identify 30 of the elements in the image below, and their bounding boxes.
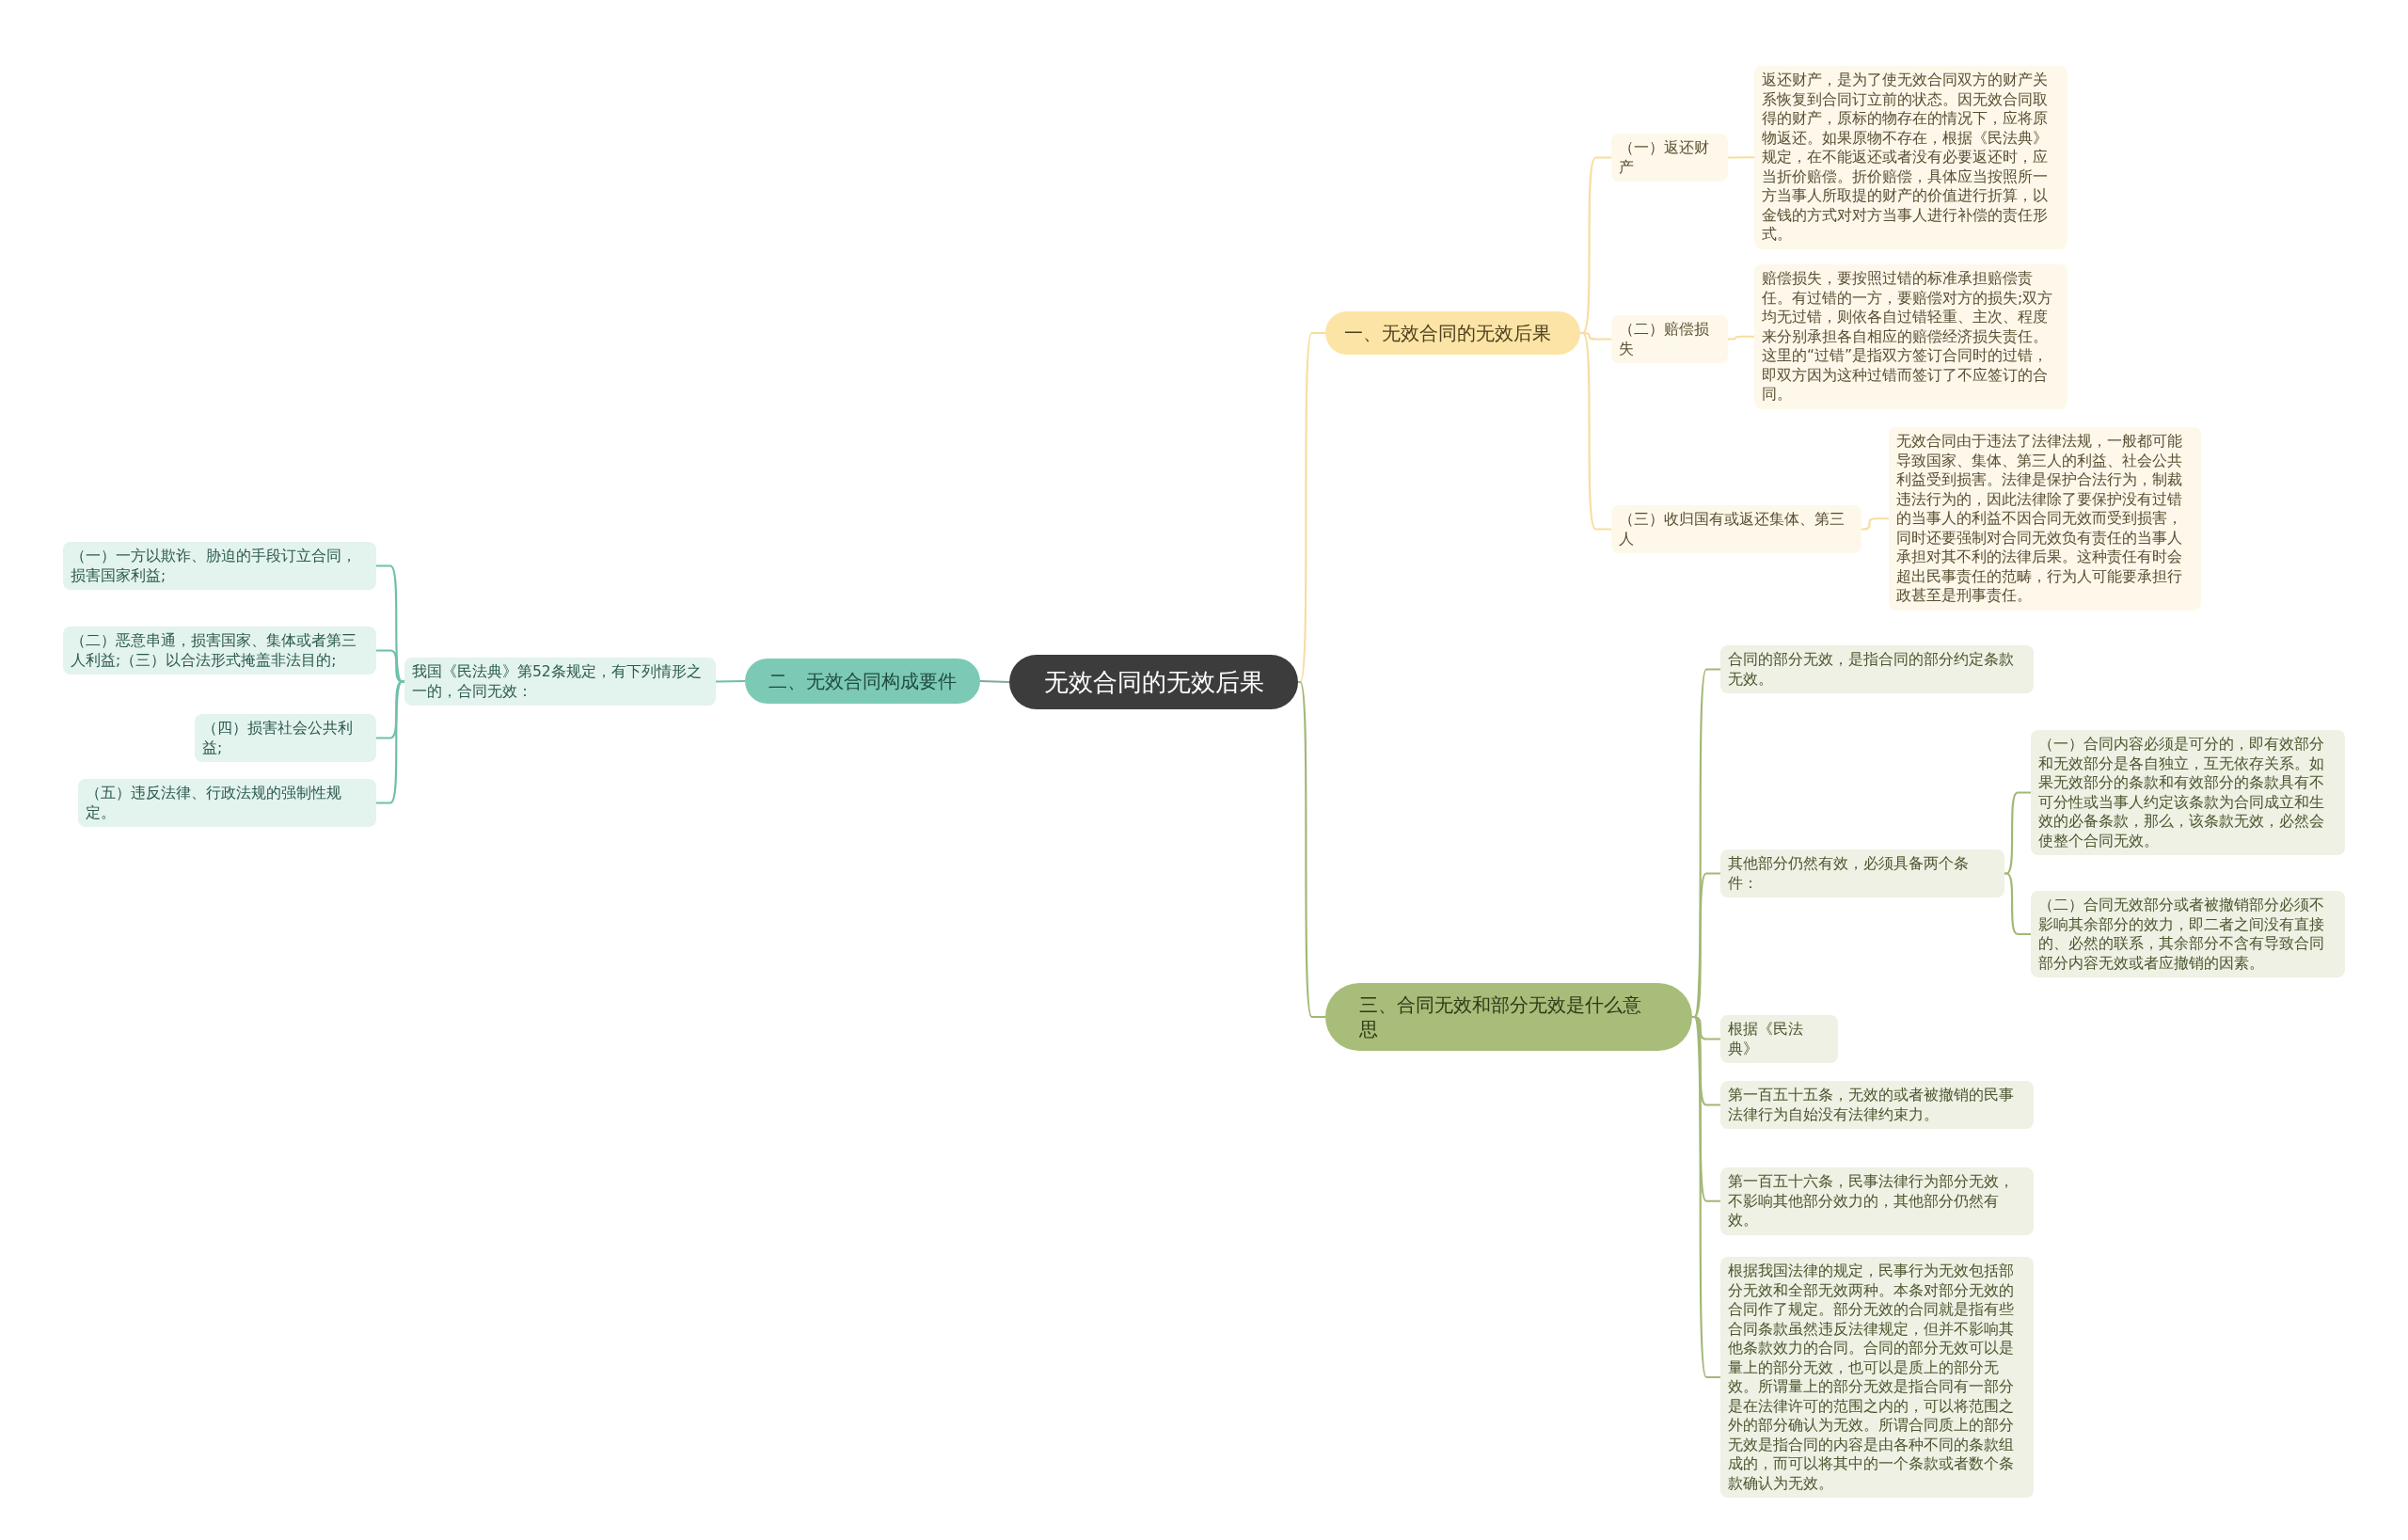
subtopic-box: 根据我国法律的规定，民事行为无效包括部分无效和全部无效两种。本条对部分无效的合同作了规定。部分无效的合同就是指有些合同条款虽然违反法律规定，但并不影响其他条款效力的合同。合同的部分无效可以是量上的部分无效，也可以是质上的部分无效。所谓量上的部分无效是指合同有一部分是在法律许可的范围之内的，可以将范围之外的部分确认为无效。所谓合同质上的部分无效是指合同的内容是由各种不同的条款组成的，而可以将其中的一个条款或者数个条款确认为无效。 bbox=[1720, 1257, 2034, 1498]
subtopic-box: （一）合同内容必须是可分的，即有效部分和无效部分是各自独立，互无依存关系。如果无效部分的条款和有效部分的条款具有不可分性或当事人约定该条款为合同成立和生效的必备条款，那么，该条款无效，必然会使整个合同无效。 bbox=[2031, 730, 2345, 855]
subtopic-box: （三）收归国有或返还集体、第三人 bbox=[1611, 505, 1861, 553]
connector-line bbox=[716, 679, 745, 683]
subtopic-box: （五）违反法律、行政法规的强制性规定。 bbox=[78, 779, 376, 827]
subtopic-box: 第一百五十五条，无效的或者被撤销的民事法律行为自始没有法律约束力。 bbox=[1720, 1081, 2034, 1129]
subtopic-box: （一）一方以欺诈、胁迫的手段订立合同，损害国家利益; bbox=[63, 542, 376, 590]
connector-line bbox=[1728, 335, 1754, 341]
branch-topic: 三、合同无效和部分无效是什么意思 bbox=[1325, 983, 1692, 1051]
connector-line bbox=[2004, 872, 2031, 936]
subtopic-box: 其他部分仍然有效，必须具备两个条件： bbox=[1720, 849, 2004, 897]
subtopic-box: （二）赔偿损失 bbox=[1611, 315, 1728, 363]
subtopic-box: （二）合同无效部分或者被撤销部分必须不影响其余部分的效力，即二者之间没有直接的、必然的联系，其余部分不含有导致合同部分内容无效或者应撤销的因素。 bbox=[2031, 891, 2345, 977]
note-box: 返还财产，是为了使无效合同双方的财产关系恢复到合同订立前的状态。因无效合同取得的财产，原标的物存在的情况下，应将原物返还。如果原物不存在，根据《民法典》规定，在不能返还或者没有必要返还时，应当折价赔偿。折价赔偿，具体应当按照所一方当事人所取提的财产的价值进行折算，以金钱的方式对对方当事人进行补偿的责任形式。 bbox=[1754, 66, 2067, 249]
subtopic-box: （二）恶意串通，损害国家、集体或者第三人利益;（三）以合法形式掩盖非法目的; bbox=[63, 627, 376, 675]
subtopic-box: 第一百五十六条，民事法律行为部分无效，不影响其他部分效力的，其他部分仍然有效。 bbox=[1720, 1167, 2034, 1235]
branch-topic: 一、无效合同的无效后果 bbox=[1325, 311, 1580, 355]
connector-line bbox=[1691, 1015, 1720, 1379]
subtopic-box: 合同的部分无效，是指合同的部分约定条款无效。 bbox=[1720, 645, 2034, 693]
note-box: 赔偿损失，要按照过错的标准承担赔偿责任。有过错的一方，要赔偿对方的损失;双方均无过错，则依各自过错轻重、主次、程度来分别承担各自相应的赔偿经济损失责任。这里的“过错”是指双方签订合同时的过错，即双方因为这种过错而签订了不应签订的合同。 bbox=[1754, 264, 2067, 409]
connector-line bbox=[979, 679, 1010, 684]
subtopic-box: （一）返还财产 bbox=[1611, 134, 1728, 182]
note-box: 无效合同由于违法了法律法规，一般都可能导致国家、集体、第三人的利益、社会公共利益受到损害。法律是保护合法行为，制裁违法行为的，因此法律除了要保护没有过错的当事人的利益不因合同无效而受到损害，同时还要强制对合同无效负有责任的当事人承担对其不利的法律后果。这种责任有时会超出民事责任的范畴，行为人可能要承担行政甚至是刑事责任。 bbox=[1889, 427, 2201, 611]
subtopic-box: （四）损害社会公共利益; bbox=[195, 714, 376, 762]
connector-line bbox=[1861, 517, 1889, 531]
subtopic-box: 我国《民法典》第52条规定，有下列情形之一的，合同无效： bbox=[404, 658, 716, 706]
branch-topic: 二、无效合同构成要件 bbox=[745, 659, 980, 704]
central-topic: 无效合同的无效后果 bbox=[1009, 655, 1298, 709]
subtopic-box: 根据《民法典》 bbox=[1720, 1015, 1838, 1063]
connector-line bbox=[1728, 156, 1754, 159]
